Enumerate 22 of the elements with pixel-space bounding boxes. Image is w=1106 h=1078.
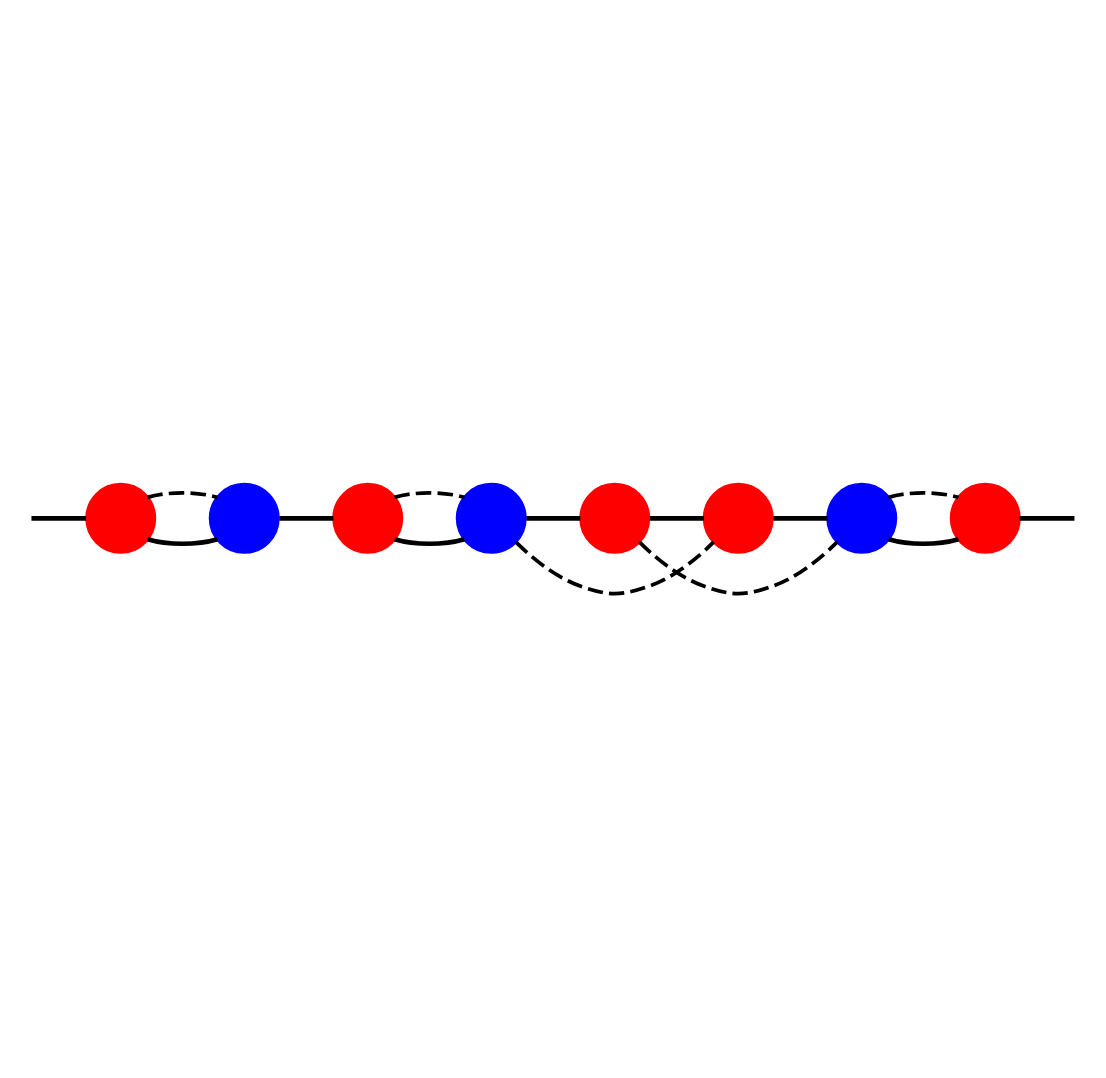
node-circle: [826, 482, 898, 554]
connector: [147, 491, 218, 500]
connector: [147, 537, 219, 547]
connector: [394, 491, 465, 500]
node-circle: [949, 482, 1021, 554]
connector: [31, 516, 87, 521]
connector: [279, 516, 334, 521]
connector: [649, 516, 704, 521]
node-circle: [332, 482, 404, 554]
node-circle: [702, 482, 774, 554]
connector: [888, 491, 959, 500]
connector: [638, 540, 839, 596]
connector: [526, 516, 581, 521]
connector: [888, 537, 960, 547]
node-circle: [208, 482, 280, 554]
node-circle: [579, 482, 651, 554]
connector: [394, 537, 466, 547]
node-circle: [85, 482, 157, 554]
node-circle: [455, 482, 527, 554]
connector: [514, 540, 715, 596]
connector: [773, 516, 828, 521]
connector: [1019, 516, 1075, 521]
